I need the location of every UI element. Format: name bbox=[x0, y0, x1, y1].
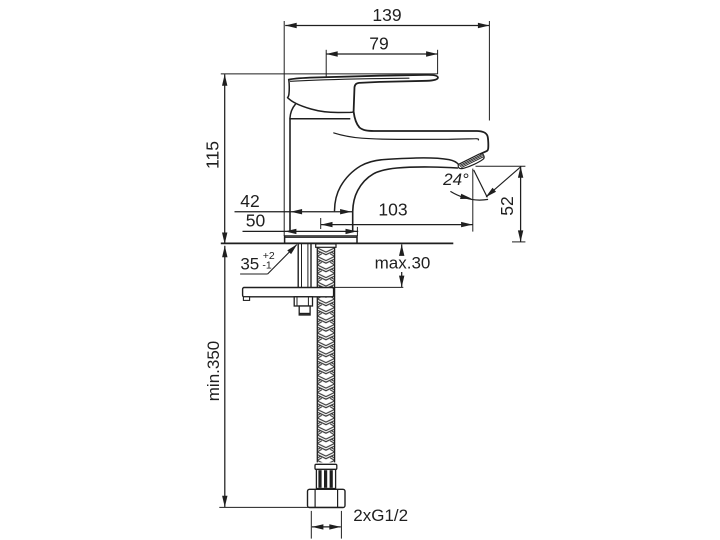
svg-text:79: 79 bbox=[369, 34, 388, 54]
svg-text:min.350: min.350 bbox=[204, 341, 223, 401]
svg-text:max.30: max.30 bbox=[375, 253, 431, 272]
svg-text:-1: -1 bbox=[262, 259, 271, 271]
svg-text:103: 103 bbox=[378, 199, 407, 219]
svg-text:50: 50 bbox=[246, 210, 266, 230]
svg-text:35: 35 bbox=[240, 255, 259, 274]
svg-text:139: 139 bbox=[372, 5, 401, 25]
svg-text:42: 42 bbox=[240, 191, 259, 211]
svg-text:+2: +2 bbox=[263, 250, 275, 262]
svg-text:2xG1/2: 2xG1/2 bbox=[353, 506, 408, 525]
svg-text:52: 52 bbox=[497, 196, 517, 215]
svg-text:115: 115 bbox=[203, 141, 223, 169]
svg-text:24°: 24° bbox=[442, 170, 469, 189]
